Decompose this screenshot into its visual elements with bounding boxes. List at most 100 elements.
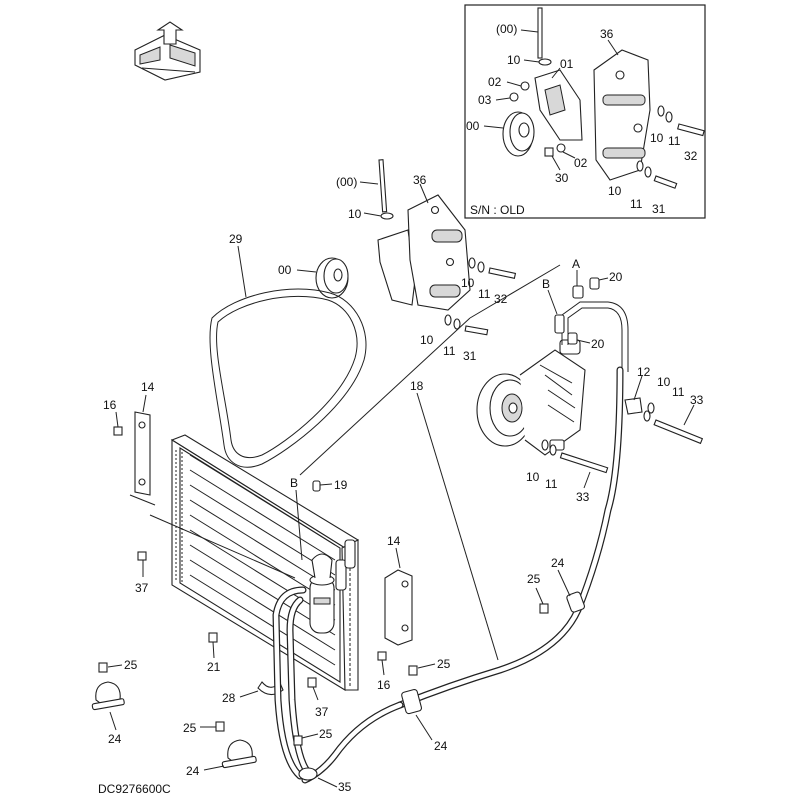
inset-label-washer-11-b: 11 xyxy=(668,134,681,148)
inset-label-bolt-32: 32 xyxy=(684,149,698,163)
inset-label-washer-02: 02 xyxy=(574,156,588,170)
label-bolt-25-c: 25 xyxy=(319,727,333,741)
label-washer-10-a: 10 xyxy=(348,207,362,221)
label-bolt-37-b: 37 xyxy=(315,705,329,719)
inset-label-bolt-31: 31 xyxy=(652,202,666,216)
bolt-32 xyxy=(488,267,517,279)
clamp-24-d xyxy=(221,739,257,769)
label-washer-11-b: 11 xyxy=(478,287,491,301)
mark-a: A xyxy=(572,257,580,271)
bolt-25-b xyxy=(408,665,418,676)
inset-bolt-31 xyxy=(653,175,678,189)
inset-label-bolt-00: (00) xyxy=(496,22,517,36)
bolt-21 xyxy=(208,632,218,643)
label-bracket-14-b: 14 xyxy=(387,534,401,548)
label-bolt-25-e: 25 xyxy=(183,721,197,735)
bolt-33-a xyxy=(653,419,704,445)
label-belt-29: 29 xyxy=(229,232,243,246)
label-bolt-16-b: 16 xyxy=(377,678,391,692)
drive-belt-29 xyxy=(209,288,367,468)
inset-bolt-32 xyxy=(677,123,705,137)
label-pipe-28: 28 xyxy=(222,691,236,705)
drawing-code: DC9276600C xyxy=(98,782,171,796)
label-bolt-33-b: 33 xyxy=(576,490,590,504)
label-washer-10-e: 10 xyxy=(526,470,540,484)
receiver-drier xyxy=(309,539,356,634)
pulley-00 xyxy=(315,257,349,299)
bracket-14-a xyxy=(134,411,151,496)
inset-bolt-00 xyxy=(537,7,543,59)
label-fitting-20-a: 20 xyxy=(609,270,623,284)
mounting-bracket-assembly: (00) 10 36 10 11 32 10 11 31 xyxy=(336,159,517,363)
inset-label-washer-11-c: 11 xyxy=(630,197,643,211)
bolt-33-b xyxy=(559,452,609,474)
bolt-25-d xyxy=(98,662,108,673)
inset-label-washer-10-b: 10 xyxy=(650,131,664,145)
label-bolt-32: 32 xyxy=(494,292,508,306)
mark-b-top: B xyxy=(542,277,550,291)
bolt-25-c xyxy=(293,735,303,746)
label-washer-11-d: 11 xyxy=(672,385,685,399)
label-bracket-12: 12 xyxy=(637,365,651,379)
label-bolt-16-a: 16 xyxy=(103,398,117,412)
label-washer-10-d: 10 xyxy=(657,375,671,389)
inset-washer-10 xyxy=(538,58,552,66)
label-hose-18: 18 xyxy=(410,379,424,393)
inset-washer-02 xyxy=(556,143,566,153)
inset-note: S/N : OLD xyxy=(470,203,525,217)
inset-label-nut-02: 02 xyxy=(488,75,502,89)
fitting-20-b xyxy=(567,332,578,345)
label-washer-10-c: 10 xyxy=(420,333,434,347)
bracket-01 xyxy=(377,229,416,306)
clamp-24-a xyxy=(566,591,586,613)
inset-label-washer-10-c: 10 xyxy=(608,184,622,198)
bracket-36 xyxy=(407,194,471,311)
bracket-14-b xyxy=(384,569,413,646)
inset-old-serial: S/N : OLD (00) 10 01 02 03 00 02 xyxy=(464,4,706,219)
label-bracket-14-a: 14 xyxy=(141,380,155,394)
label-bracket-36: 36 xyxy=(413,173,427,187)
inset-nut-02 xyxy=(520,81,530,91)
inset-label-nut-03: 03 xyxy=(478,93,492,107)
label-bolt-00: (00) xyxy=(336,175,357,189)
inset-nut-03 xyxy=(509,92,519,102)
bolt-00 xyxy=(378,159,388,213)
condenser xyxy=(170,434,360,691)
label-fitting-20-b: 20 xyxy=(591,337,605,351)
mark-b-left: B xyxy=(290,476,298,490)
label-clamp-24-b: 24 xyxy=(434,739,448,753)
label-bolt-21: 21 xyxy=(207,660,221,674)
label-bolt-31: 31 xyxy=(463,349,477,363)
label-bolt-33-a: 33 xyxy=(690,393,704,407)
label-bolt-19: 19 xyxy=(334,478,348,492)
label-bolt-25-a: 25 xyxy=(527,572,541,586)
label-bolt-25-b: 25 xyxy=(437,657,451,671)
bolt-16-a xyxy=(113,426,123,436)
label-bolt-37-a: 37 xyxy=(135,581,149,595)
bolt-25-a xyxy=(539,603,549,614)
washer-10-a xyxy=(380,212,394,220)
hose-35-end-fitting xyxy=(298,767,318,781)
hose-35 xyxy=(272,586,312,780)
inset-bracket-36 xyxy=(593,49,651,181)
inset-label-bracket-36: 36 xyxy=(600,27,614,41)
inset-bolt-30 xyxy=(544,147,554,157)
bolt-16-b xyxy=(377,651,387,661)
inset-label-washer-10: 10 xyxy=(507,53,521,67)
label-washer-10-b: 10 xyxy=(461,276,475,290)
label-hose-35: 35 xyxy=(338,780,352,794)
label-bolt-25-d: 25 xyxy=(124,658,138,672)
machine-orientation-icon xyxy=(134,21,201,81)
label-washer-11-c: 11 xyxy=(443,344,456,358)
label-clamp-24-d: 24 xyxy=(186,764,200,778)
bolt-25-e xyxy=(215,721,225,732)
label-washer-11-e: 11 xyxy=(545,477,558,491)
label-clamp-24-a: 24 xyxy=(551,556,565,570)
clamp-24-b xyxy=(401,688,423,715)
bolt-37-a xyxy=(137,551,147,561)
inset-label-bracket-01: 01 xyxy=(560,57,574,71)
fitting-a xyxy=(572,285,584,299)
bolt-19 xyxy=(312,480,321,492)
